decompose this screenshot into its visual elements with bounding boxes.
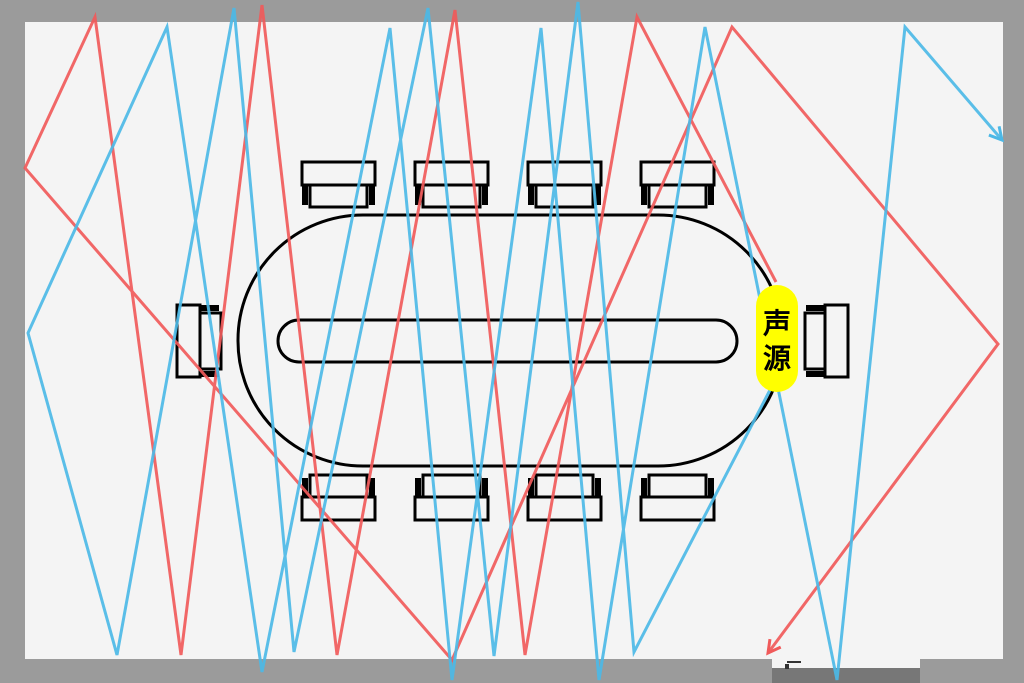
chair-armrest	[200, 371, 219, 377]
chair-armrest	[641, 185, 647, 205]
chair-armrest	[415, 478, 421, 497]
chair-bottom-2	[413, 473, 490, 522]
red-ray	[23, 4, 1000, 663]
chair-armrest	[528, 185, 534, 205]
chair-armrest	[415, 185, 421, 205]
chair-top-2	[413, 160, 490, 209]
chair-armrest	[806, 371, 825, 377]
chair-seat	[421, 473, 482, 499]
chair-seat	[421, 183, 482, 209]
sound-source-marker	[756, 285, 798, 392]
chair-armrest	[369, 185, 375, 205]
chair-top-4	[639, 160, 716, 209]
chair-right	[803, 303, 850, 379]
chair-seat	[534, 473, 595, 499]
chair-bottom-3	[526, 473, 603, 522]
arrowhead-icon	[988, 125, 1005, 143]
chair-top-1	[300, 160, 377, 209]
chair-armrest	[302, 478, 308, 497]
chair-seat	[308, 183, 369, 209]
sound-rays	[23, 1, 1005, 681]
chair-armrest	[595, 478, 601, 497]
blue-ray-path	[26, 1, 1004, 681]
door-opening	[772, 659, 920, 668]
chair-armrest	[806, 305, 825, 311]
sound-source-label-1: 声	[763, 307, 791, 340]
arrowhead-icon	[766, 638, 782, 656]
chair-armrest	[369, 478, 375, 497]
chair-bottom-4	[639, 473, 716, 522]
chair-seat	[647, 473, 708, 499]
chair-seat	[803, 311, 827, 371]
chair-armrest	[641, 478, 647, 497]
chair-armrest	[528, 478, 534, 497]
chair-seat	[647, 183, 708, 209]
door	[772, 659, 920, 683]
chair-armrest	[708, 478, 714, 497]
chair-armrest	[482, 478, 488, 497]
chair-top-3	[526, 160, 603, 209]
chair-armrest	[708, 185, 714, 205]
red-ray-path	[23, 4, 1000, 663]
sound-source-label-2: 源	[763, 342, 791, 375]
table-center-slot	[276, 318, 739, 364]
chair-armrest	[302, 185, 308, 205]
chair-armrest	[595, 185, 601, 205]
chair-armrest	[482, 185, 488, 205]
furniture	[175, 160, 850, 522]
door-handle-bar	[787, 661, 801, 663]
sound-source: 声 源	[756, 285, 798, 392]
door-handle-icon	[785, 664, 789, 669]
door-panel	[772, 668, 920, 683]
blue-ray	[26, 1, 1005, 681]
chair-seat	[534, 183, 595, 209]
